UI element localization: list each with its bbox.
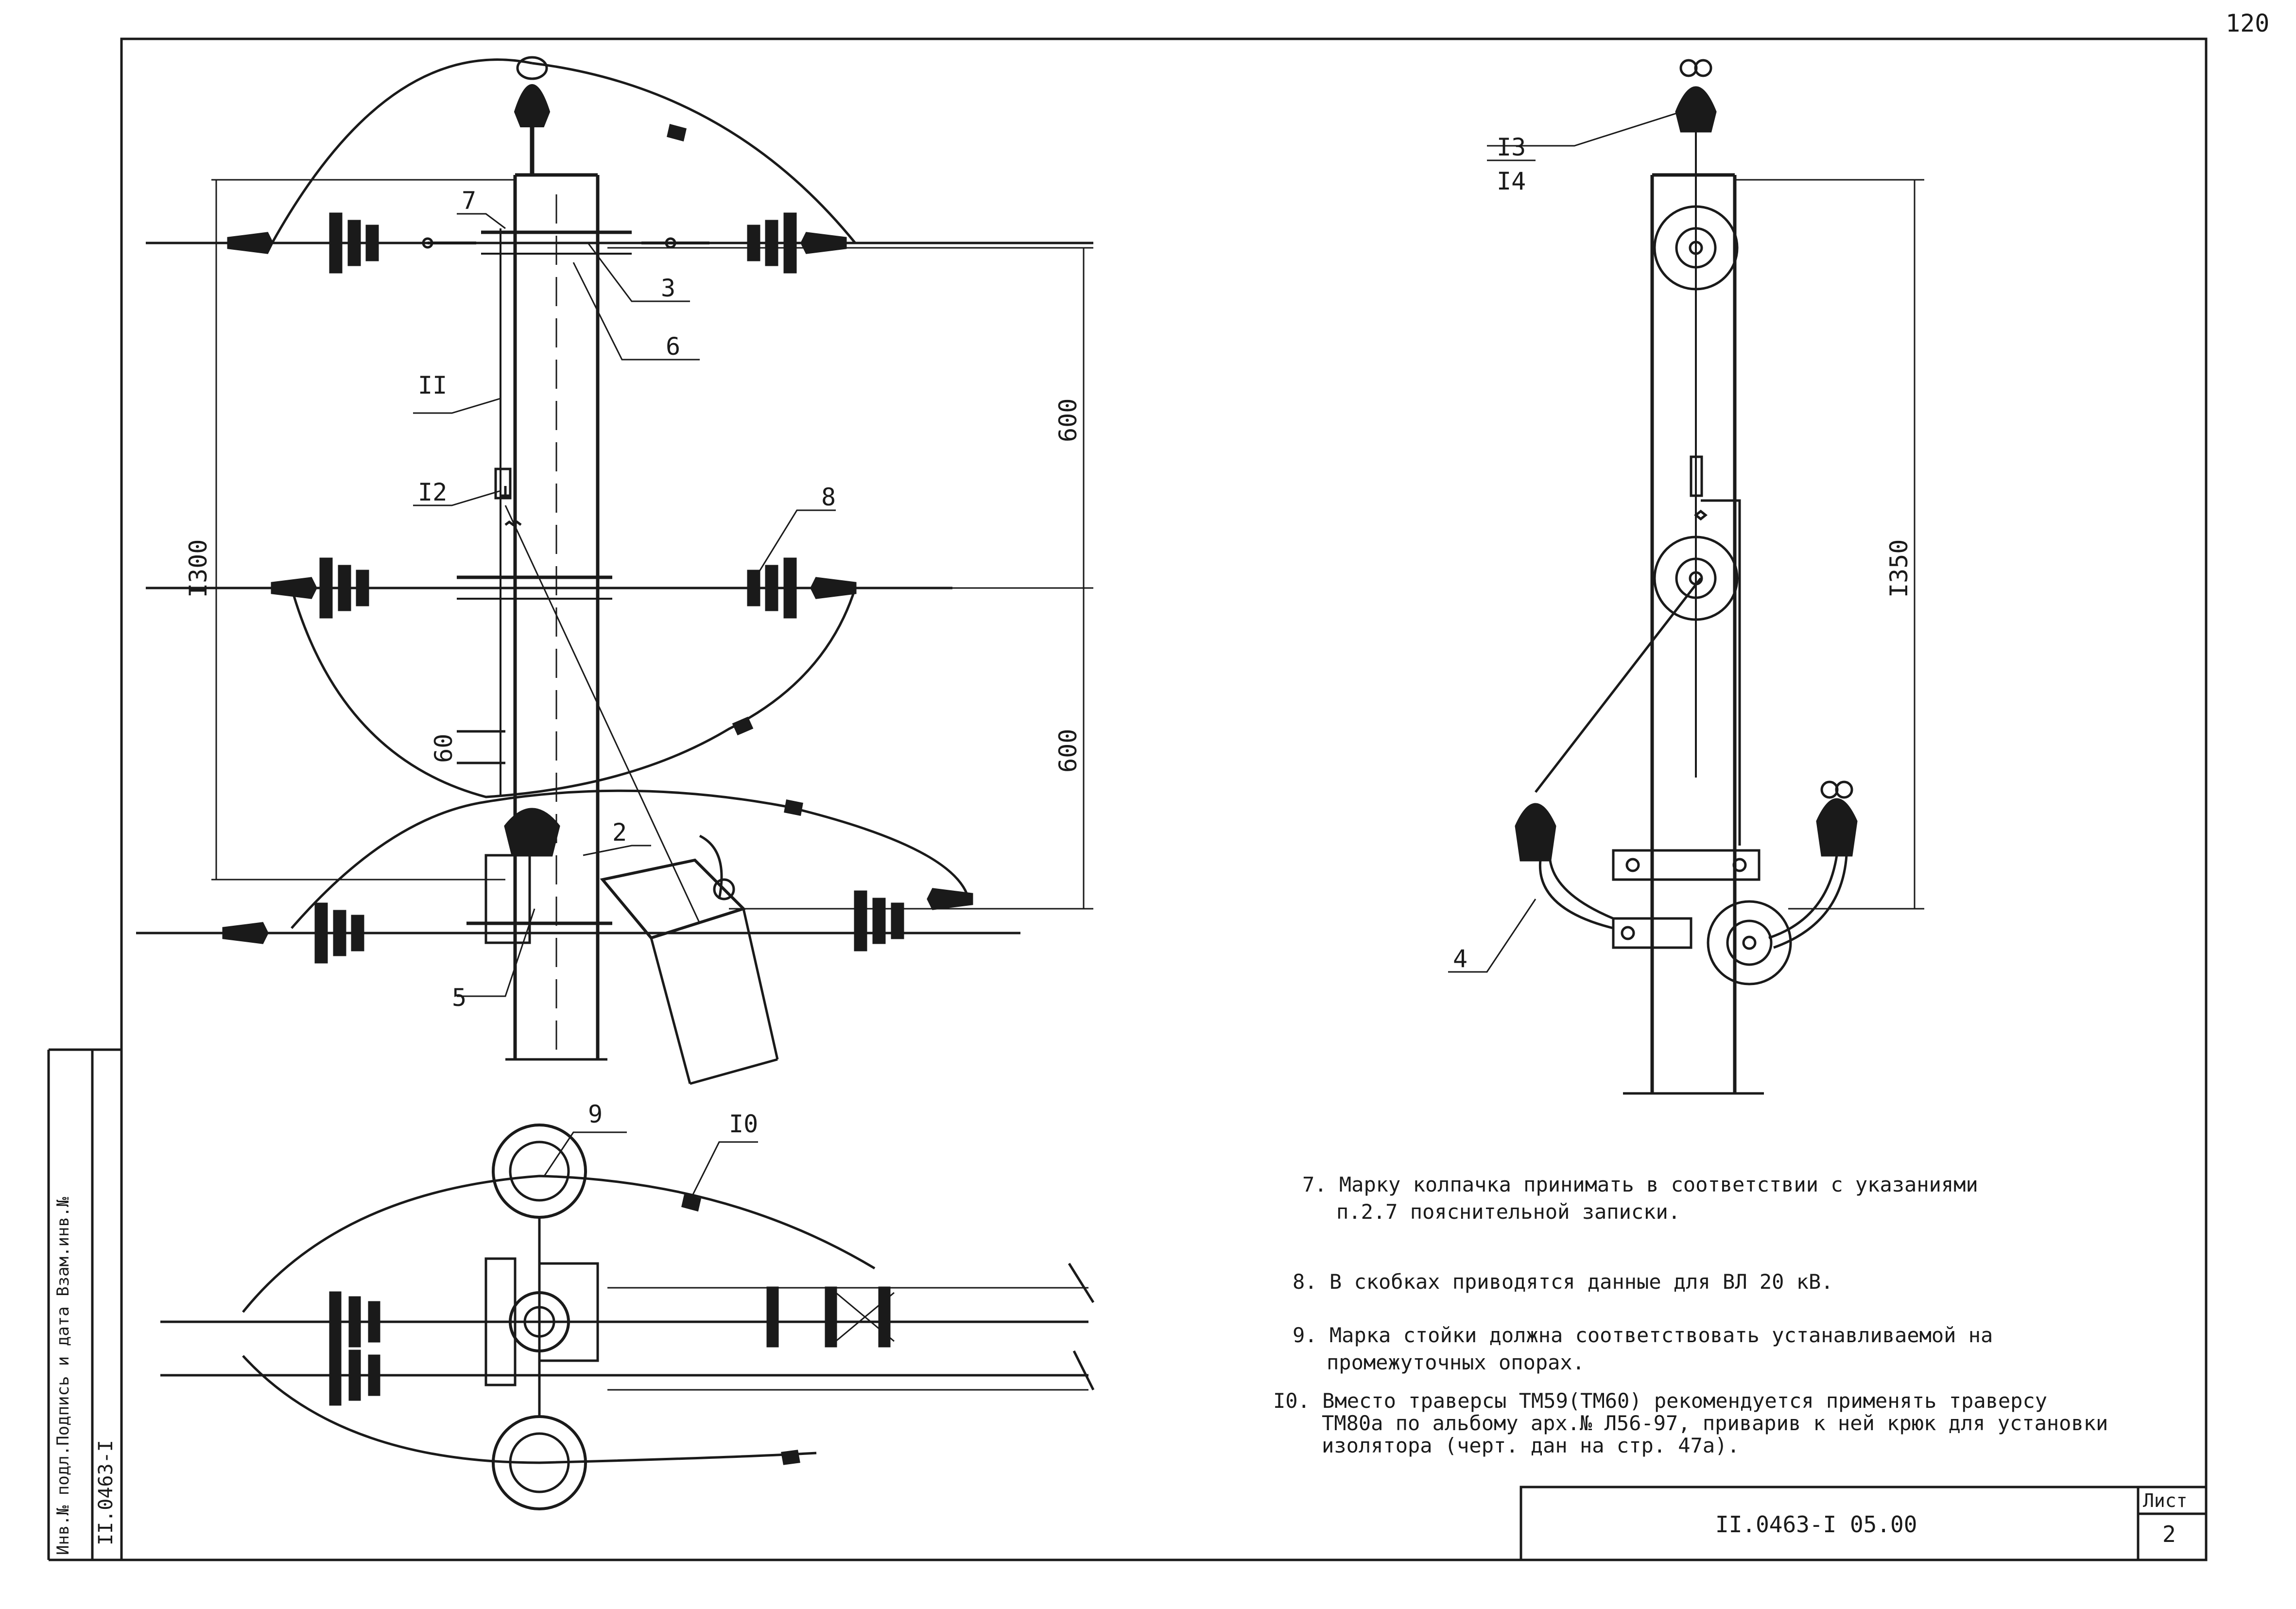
- dimension-600-lower: 600: [1054, 729, 1082, 773]
- side-stamp-text: Инв.№ подл.Подпись и дата Взам.инв.№: [53, 1197, 73, 1555]
- label-part-7: 7: [462, 187, 476, 215]
- side-view: [1448, 59, 1924, 1095]
- label-part-12: I2: [418, 478, 447, 506]
- title-block-doc-code: II.0463-I 05.00: [1715, 1511, 1917, 1538]
- note-10: I0. Вместо траверсы ТМ59(ТМ60) рекоменду…: [1273, 1389, 2108, 1457]
- title-block-frame: [1519, 1486, 2208, 1561]
- side-inv-number: II.0463-I: [95, 1440, 117, 1545]
- label-part-4: 4: [1453, 945, 1467, 973]
- label-part-13: I3: [1497, 133, 1526, 161]
- label-part-9: 9: [588, 1100, 603, 1128]
- dimension-1350: I350: [1885, 539, 1913, 598]
- title-block-sheet-number: 2: [2162, 1521, 2176, 1547]
- label-part-3: 3: [661, 274, 675, 302]
- note-8: 8. В скобках приводятся данные для ВЛ 20…: [1293, 1270, 1833, 1294]
- label-part-10: I0: [729, 1110, 758, 1138]
- note-9: 9. Марка стойки должна соответствовать у…: [1293, 1323, 1993, 1374]
- part-labels: 7 3 6 II I2 8 2 5 9 I0 I3 I4 4 120: [418, 9, 2269, 1138]
- label-part-11: II: [418, 371, 447, 399]
- label-part-6: 6: [666, 332, 680, 361]
- title-block-sheet-label: Лист: [2143, 1490, 2188, 1511]
- plan-view: [160, 1124, 1095, 1510]
- label-part-2: 2: [612, 818, 627, 847]
- dimension-60: 60: [430, 734, 458, 763]
- dimension-600-upper: 600: [1054, 398, 1082, 442]
- dimension-labels: I300 600 600 60 I350: [184, 398, 1913, 773]
- label-part-14: I4: [1497, 167, 1526, 195]
- dimension-1300: I300: [184, 539, 212, 598]
- note-7: 7. Марку колпачка принимать в соответств…: [1302, 1173, 1978, 1224]
- sheet-frame: [120, 37, 2208, 1561]
- label-part-5: 5: [452, 984, 466, 1012]
- label-part-8: 8: [821, 483, 836, 511]
- main-elevation-view: [136, 56, 1093, 1085]
- page-number: 120: [2226, 9, 2269, 37]
